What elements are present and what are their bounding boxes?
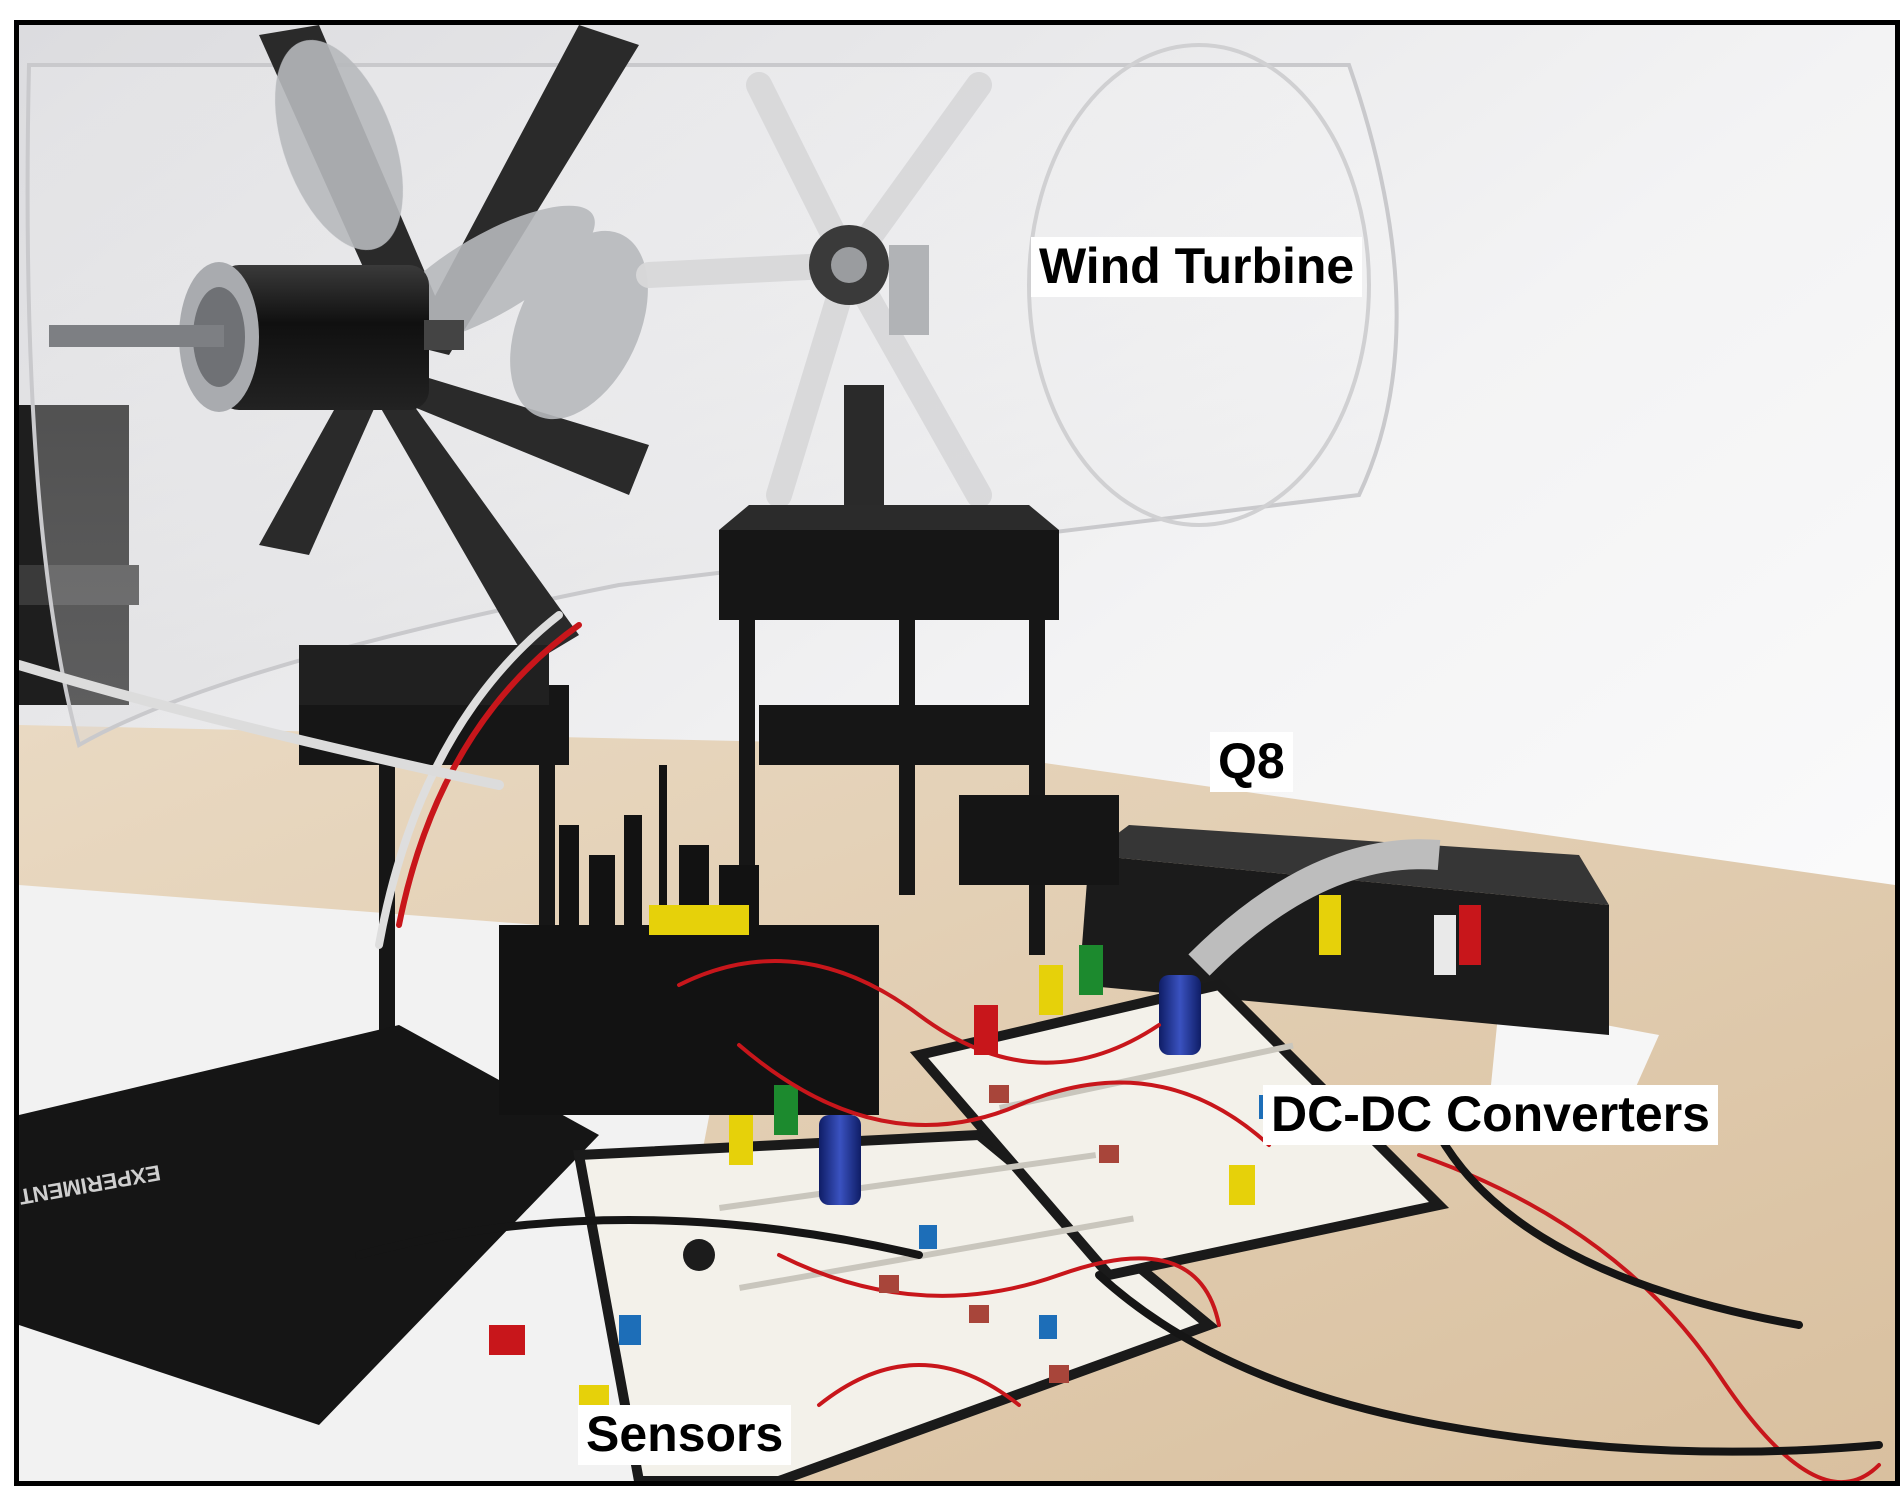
lab-setup-photo: EXPERIMENT <box>19 25 1895 1481</box>
sensor-box <box>499 765 879 1115</box>
label-dc-dc-converters: DC-DC Converters <box>1263 1085 1718 1145</box>
base-plate <box>19 1025 599 1425</box>
capacitor <box>819 1115 861 1205</box>
motor-body <box>219 265 429 410</box>
breadboard-converters <box>909 979 1450 1281</box>
wires <box>19 611 1883 1481</box>
photo-frame: EXPERIMENT <box>14 20 1900 1486</box>
label-wind-turbine: Wind Turbine <box>1031 237 1363 297</box>
label-q8: Q8 <box>1210 732 1293 792</box>
label-sensors: Sensors <box>578 1405 792 1465</box>
